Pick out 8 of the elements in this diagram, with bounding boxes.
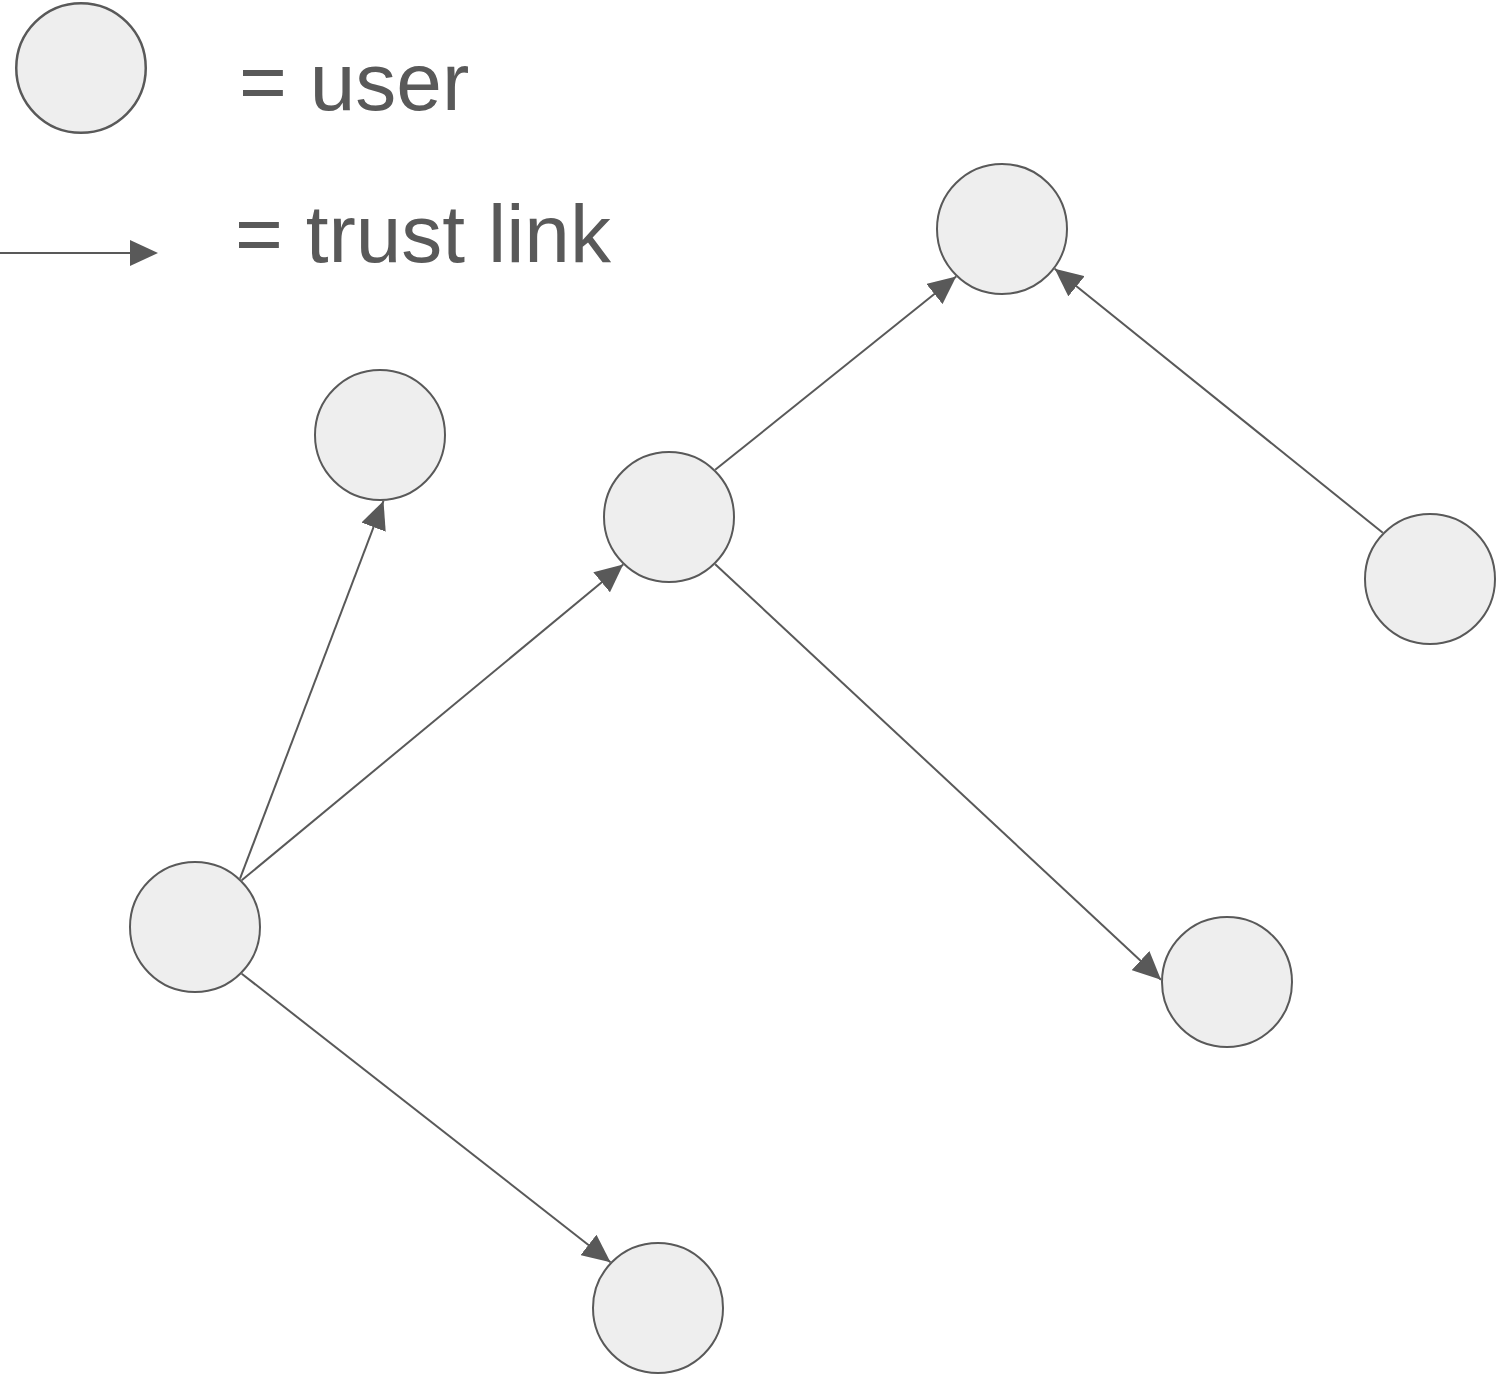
arrow bbox=[240, 563, 625, 882]
arrow bbox=[240, 972, 612, 1264]
arrow bbox=[239, 499, 386, 880]
arrow bbox=[714, 563, 1162, 981]
legend-label: = user bbox=[239, 41, 470, 123]
legend-label: = trust link bbox=[235, 193, 611, 275]
arrow bbox=[714, 275, 958, 471]
arrow bbox=[1053, 267, 1384, 534]
